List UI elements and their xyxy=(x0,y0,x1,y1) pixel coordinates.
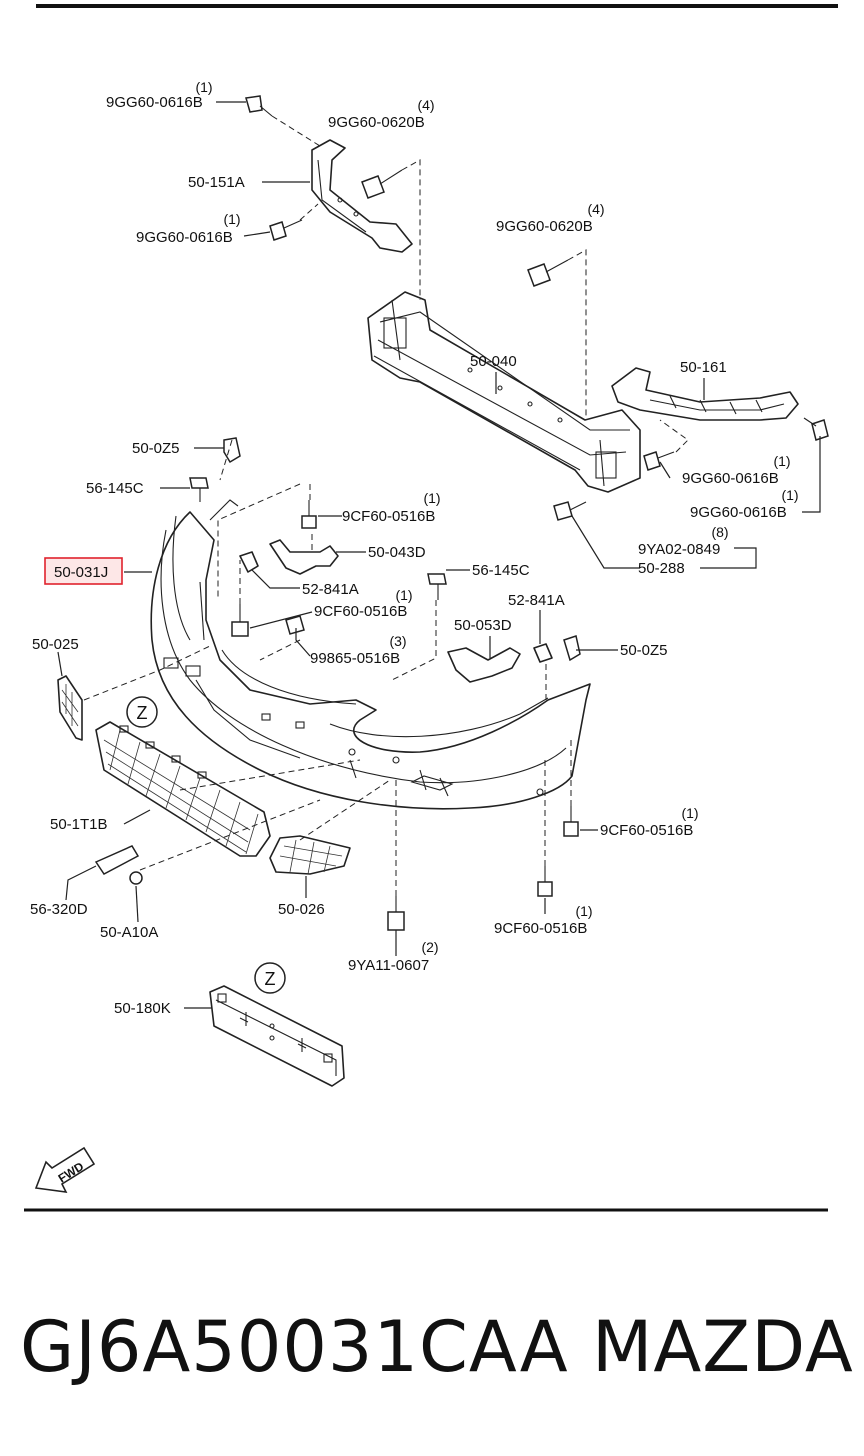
z-view-marker-bottom: Z xyxy=(254,962,286,994)
callout-code: 56-145C xyxy=(472,562,530,579)
svg-text:Z: Z xyxy=(265,969,276,989)
callout-code: 9GG60-0616B xyxy=(690,504,787,521)
callout-code: 9GG60-0616B xyxy=(136,229,233,246)
bracket-50-053d xyxy=(447,647,521,683)
guide-lines xyxy=(83,115,689,896)
callout-code: 50-288 xyxy=(638,560,685,577)
fasteners xyxy=(94,95,829,931)
clip-52-841a-left xyxy=(239,551,259,573)
z-view-marker-top: Z xyxy=(126,696,158,728)
brand-name: MAZDA xyxy=(592,1306,854,1388)
callout-code: 50-A10A xyxy=(100,924,158,941)
callout-qty: (4) xyxy=(587,201,604,217)
callout-code: 50-180K xyxy=(114,1000,171,1017)
bracket-50-043d xyxy=(269,539,339,575)
bracket-50-151a xyxy=(311,139,413,253)
lower-grille xyxy=(95,721,271,857)
callout-code: 99865-0516B xyxy=(310,650,400,667)
forward-direction-icon: FWD xyxy=(34,1146,96,1193)
callout-code: 56-145C xyxy=(86,480,144,497)
callout-code: 9CF60-0516B xyxy=(494,920,587,937)
callout-code: 50-026 xyxy=(278,901,325,918)
callout-qty: (1) xyxy=(681,805,698,821)
bumper-cover xyxy=(150,499,591,810)
callout-qty: (3) xyxy=(389,633,406,649)
license-plate-bracket xyxy=(209,985,345,1087)
callout-qty: (1) xyxy=(395,587,412,603)
callout-code: 9CF60-0516B xyxy=(314,603,407,620)
callout-code: 50-151A xyxy=(188,174,245,191)
callout-code: 9YA11-0607 xyxy=(348,957,429,974)
callout-code: 9CF60-0516B xyxy=(600,822,693,839)
svg-text:Z: Z xyxy=(137,703,148,723)
callout-qty: (1) xyxy=(423,490,440,506)
callout-code-highlighted: 50-031J xyxy=(54,564,108,581)
callout-code: 50-040 xyxy=(470,353,517,370)
callout-code: 50-0Z5 xyxy=(620,642,668,659)
callout-qty: (4) xyxy=(417,97,434,113)
callout-qty: (2) xyxy=(421,939,438,955)
callout-code: 50-025 xyxy=(32,636,79,653)
callout-code: 52-841A xyxy=(302,581,359,598)
callout-code: 9CF60-0516B xyxy=(342,508,435,525)
callout-code: 52-841A xyxy=(508,592,565,609)
side-grille-right xyxy=(269,835,351,875)
side-grille-left xyxy=(57,675,83,741)
part-number: GJ6A50031CAA xyxy=(20,1306,569,1388)
highlight-box xyxy=(44,557,123,585)
callout-code: 9GG60-0620B xyxy=(328,114,425,131)
callout-code: 50-161 xyxy=(680,359,727,376)
callout-code: 9GG60-0616B xyxy=(106,94,203,111)
callout-code: 50-0Z5 xyxy=(132,440,180,457)
callout-code: 50-043D xyxy=(368,544,426,561)
caption-footer: GJ6A50031CAA MAZDA xyxy=(0,1300,864,1420)
callout-qty: (1) xyxy=(223,211,240,227)
callout-qty: (1) xyxy=(781,487,798,503)
callout-qty: (1) xyxy=(575,903,592,919)
callout-qty: (8) xyxy=(711,524,728,540)
callout-code: 9YA02-0849 xyxy=(638,541,720,558)
callout-qty: (1) xyxy=(773,453,790,469)
callout-qty: (1) xyxy=(195,79,212,95)
callout-labels: (1) 9GG60-0616B (4) 9GG60-0620B 50-151A … xyxy=(30,79,799,1017)
clip-52-841a-right xyxy=(533,643,553,663)
callout-code: 50-1T1B xyxy=(50,816,108,833)
leader-lines xyxy=(57,101,821,1009)
bumper-reinforcement xyxy=(367,291,641,493)
bracket-50-161 xyxy=(611,367,799,421)
callout-code: 9GG60-0616B xyxy=(682,470,779,487)
callout-code: 9GG60-0620B xyxy=(496,218,593,235)
callout-code: 50-053D xyxy=(454,617,512,634)
callout-code: 56-320D xyxy=(30,901,88,918)
